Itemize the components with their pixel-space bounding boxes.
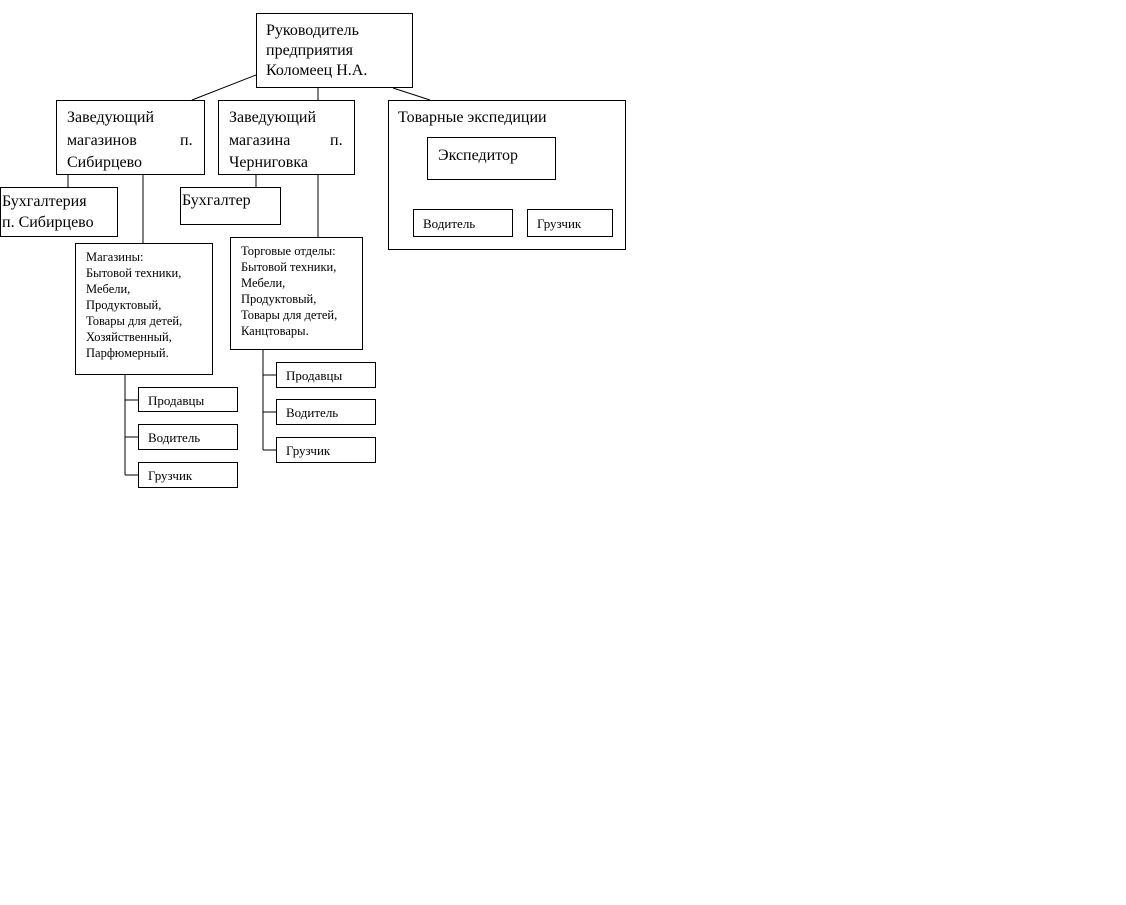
expeditions-title: Товарные экспедиции (398, 109, 547, 126)
head-sibirtsevo-line-2: магазинов (67, 132, 137, 149)
expedition-loader-box: Грузчик (527, 209, 613, 237)
stores-line-3: Мебели, (86, 282, 131, 296)
left-staff-sellers-label: Продавцы (148, 393, 205, 408)
left-staff-driver-label: Водитель (148, 430, 201, 445)
expeditor-box: Экспедитор (427, 137, 556, 180)
director-line-3: Коломеец Н.А. (266, 62, 368, 79)
director-line-2: предприятия (266, 42, 353, 59)
head-chernigovka-line-2b: п. (330, 132, 343, 149)
head-chernigovka-box: Заведующий магазина п. Черниговка (218, 100, 355, 175)
stores-line-2: Бытовой техники, (86, 266, 182, 280)
right-staff-loader-box: Грузчик (276, 437, 376, 463)
departments-line-6: Канцтовары. (241, 324, 309, 338)
departments-line-4: Продуктовый, (241, 292, 317, 306)
departments-line-3: Мебели, (241, 276, 286, 290)
right-staff-driver-label: Водитель (286, 405, 339, 420)
right-staff-sellers-label: Продавцы (286, 368, 343, 383)
departments-line-5: Товары для детей, (241, 308, 338, 322)
departments-line-1: Торговые отделы: (241, 244, 336, 258)
left-staff-loader-label: Грузчик (148, 468, 193, 483)
accounting-sibirtsevo-line-2: п. Сибирцево (2, 214, 94, 231)
stores-line-5: Товары для детей, (86, 314, 183, 328)
left-staff-driver-box: Водитель (138, 424, 238, 450)
head-sibirtsevo-line-1: Заведующий (67, 109, 155, 126)
accounting-sibirtsevo-line-1: Бухгалтерия (2, 193, 87, 210)
left-staff-sellers-box: Продавцы (138, 387, 238, 412)
left-staff-loader-box: Грузчик (138, 462, 238, 488)
right-staff-loader-label: Грузчик (286, 443, 331, 458)
head-chernigovka-line-3: Черниговка (229, 154, 308, 171)
head-sibirtsevo-line-3: Сибирцево (67, 154, 143, 171)
head-chernigovka-line-2: магазина (229, 132, 291, 149)
accountant-box: Бухгалтер (180, 187, 281, 225)
accountant-label: Бухгалтер (182, 192, 251, 209)
director-line-1: Руководитель (266, 22, 359, 39)
expedition-driver-box: Водитель (413, 209, 513, 237)
accounting-sibirtsevo-box: Бухгалтерия п. Сибирцево (0, 187, 118, 237)
departments-chernigovka-box: Торговые отделы: Бытовой техники, Мебели… (230, 237, 363, 350)
stores-line-1: Магазины: (86, 250, 144, 264)
stores-sibirtsevo-box: Магазины: Бытовой техники, Мебели, Проду… (75, 243, 213, 375)
stores-line-4: Продуктовый, (86, 298, 162, 312)
stores-line-7: Парфюмерный. (86, 346, 169, 360)
head-sibirtsevo-box: Заведующий магазинов п. Сибирцево (56, 100, 205, 175)
director-box: Руководитель предприятия Коломеец Н.А. (256, 13, 413, 88)
expedition-loader-label: Грузчик (537, 216, 582, 231)
head-sibirtsevo-line-2b: п. (180, 132, 193, 149)
right-staff-sellers-box: Продавцы (276, 362, 376, 388)
head-chernigovka-line-1: Заведующий (229, 109, 317, 126)
departments-line-2: Бытовой техники, (241, 260, 337, 274)
right-staff-driver-box: Водитель (276, 399, 376, 425)
expeditor-label: Экспедитор (438, 147, 518, 164)
stores-line-6: Хозяйственный, (86, 330, 172, 344)
expedition-driver-label: Водитель (423, 216, 476, 231)
